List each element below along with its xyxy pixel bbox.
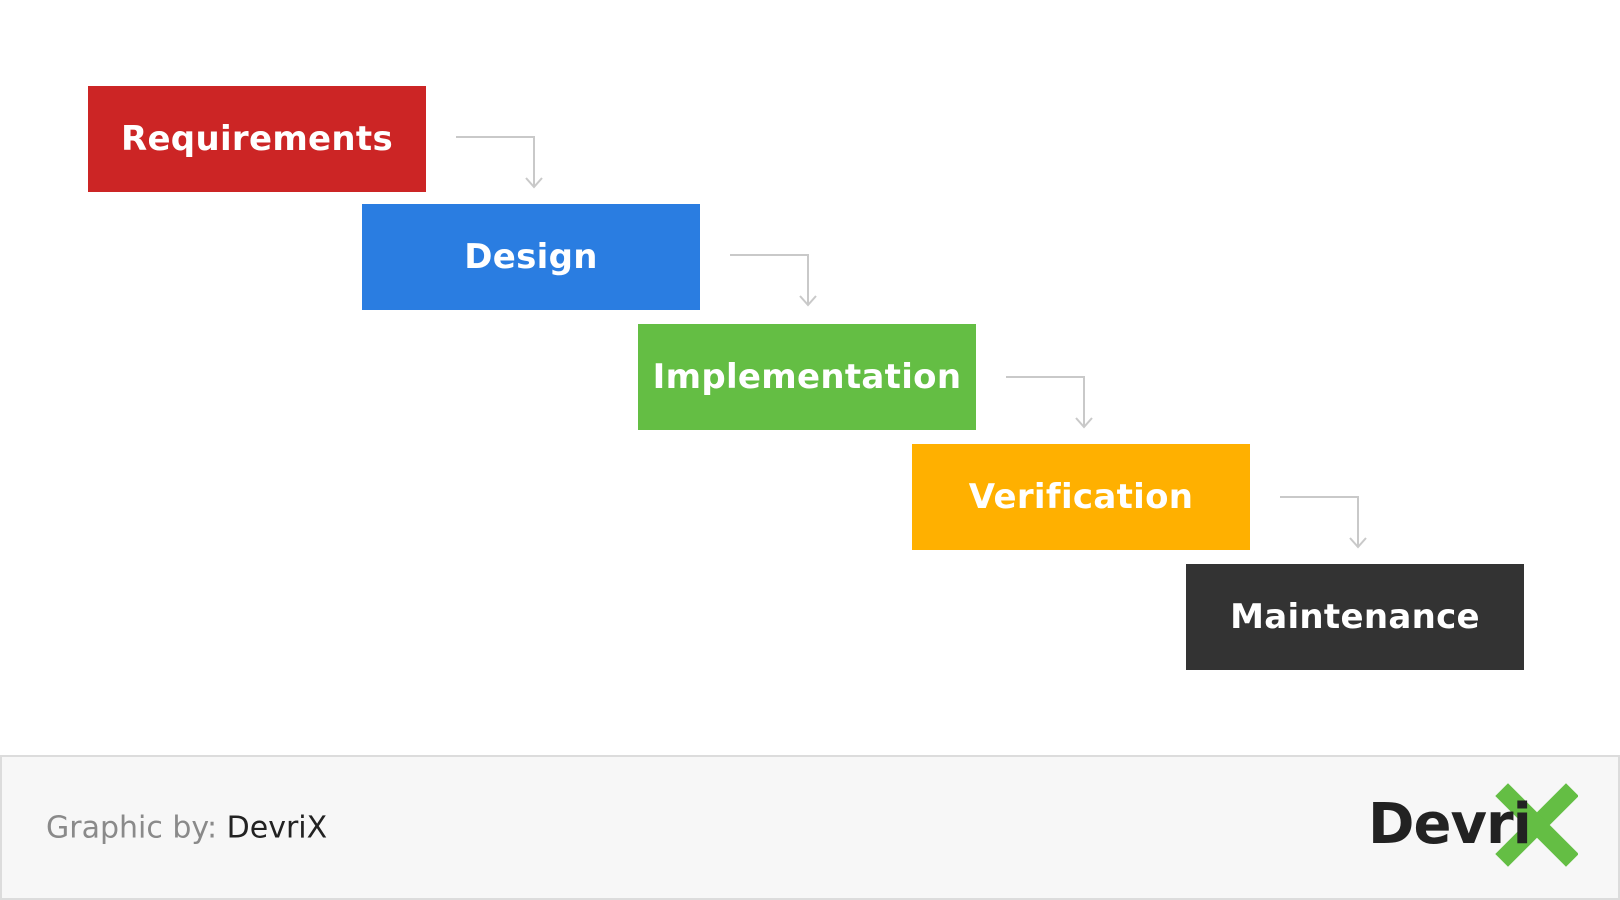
step-verification: Verification <box>912 444 1250 550</box>
logo-x-shape <box>1495 783 1578 867</box>
connector-arrow <box>1006 376 1093 429</box>
step-implementation: Implementation <box>638 324 976 430</box>
credit-line: Graphic by: DevriX <box>46 810 327 845</box>
logo-wordmark: Devri <box>1368 792 1532 857</box>
waterfall-diagram: Requirements Design Implementation Verif… <box>88 86 1524 670</box>
connector-arrow <box>456 136 543 189</box>
credit-label: Graphic by: <box>46 810 218 845</box>
step-maintenance: Maintenance <box>1186 564 1524 670</box>
step-requirements: Requirements <box>88 86 426 192</box>
devrix-logo: Devri <box>1368 779 1578 879</box>
connector-arrow <box>1280 496 1367 549</box>
connector-arrow <box>730 254 817 307</box>
step-design: Design <box>362 204 700 310</box>
devrix-x-logo-icon <box>1495 783 1578 867</box>
credit-name: DevriX <box>226 810 328 845</box>
footer-bar: Graphic by: DevriX Devri <box>0 755 1620 900</box>
